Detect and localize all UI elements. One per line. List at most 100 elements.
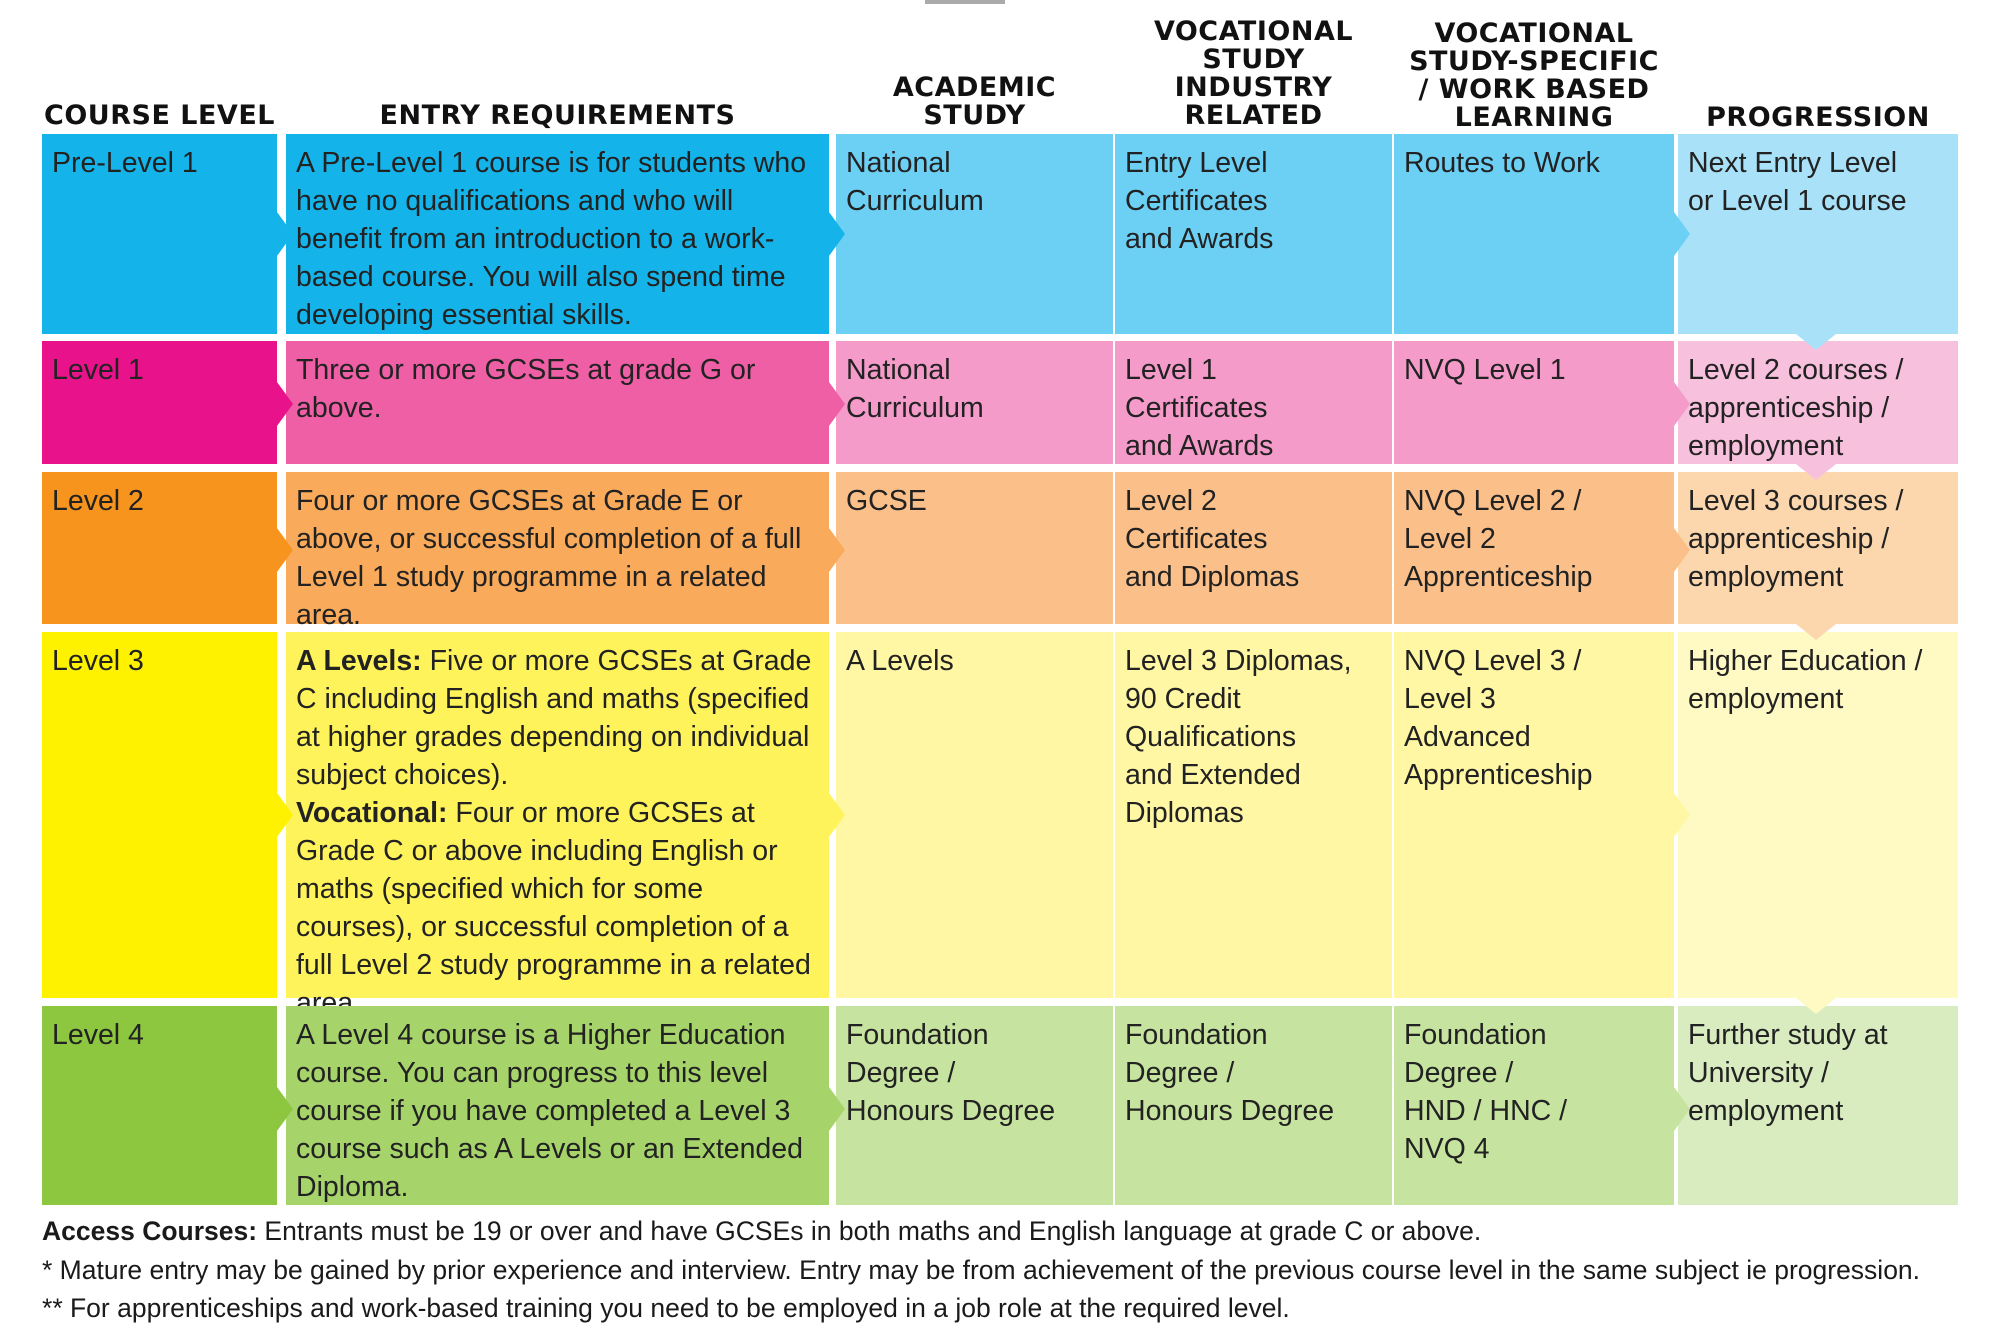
- right-arrow-icon: [829, 382, 845, 426]
- right-arrow-icon: [829, 1087, 845, 1131]
- work-based-text: NVQ Level 2 / Level 2 Apprenticeship: [1404, 485, 1593, 593]
- header-progression-text: PROGRESSION: [1706, 102, 1930, 133]
- access-courses-text: Entrants must be 19 or over and have GCS…: [257, 1216, 1482, 1246]
- vocational-requirements: Four or more GCSEs at Grade C or above i…: [296, 797, 811, 1019]
- academic-study-text: National Curriculum: [846, 147, 984, 217]
- row-level-2-entry: Four or more GCSEs at Grade E or above, …: [286, 472, 829, 631]
- right-arrow-icon: [829, 212, 845, 256]
- apprenticeship-note: ** For apprenticeships and work-based tr…: [42, 1293, 1290, 1323]
- right-arrow-icon: [1674, 793, 1690, 837]
- a-levels-requirements: Five or more GCSEs at Grade C including …: [296, 645, 812, 791]
- vocational-study-text: Level 2 Certificates and Diplomas: [1125, 485, 1300, 593]
- progression-text: Further study at University / employment: [1688, 1019, 1888, 1127]
- header-vocational-industry: VOCATIONAL STUDY INDUSTRY RELATED: [1115, 0, 1392, 130]
- vocational-label: Vocational:: [296, 797, 448, 829]
- row-pre-level-1-entry: A Pre-Level 1 course is for students who…: [286, 134, 829, 334]
- row-level-1-level: Level 1: [42, 341, 277, 464]
- row-pre-level-1-work: Routes to Work: [1394, 134, 1674, 334]
- academic-study-text: National Curriculum: [846, 354, 984, 424]
- header-progression: PROGRESSION: [1678, 0, 1958, 132]
- access-courses-note: Access Courses: Entrants must be 19 or o…: [42, 1212, 1992, 1251]
- row-level-4-entry: A Level 4 course is a Higher Education c…: [286, 1006, 829, 1205]
- row-level-4-academic: Foundation Degree / Honours Degree: [836, 1006, 1113, 1205]
- row-level-4-level: Level 4: [42, 1006, 277, 1205]
- right-arrow-icon: [1674, 212, 1690, 256]
- right-arrow-icon: [277, 382, 293, 426]
- row-level-3-academic: A Levels: [836, 632, 1113, 998]
- progression-text: Level 3 courses / apprenticeship / emplo…: [1688, 485, 1904, 593]
- down-arrow-icon: [1796, 998, 1836, 1014]
- down-arrow-icon: [1796, 334, 1836, 350]
- row-level-2-academic: GCSE: [836, 472, 1113, 624]
- right-arrow-icon: [829, 528, 845, 572]
- entry-requirements-text: A Pre-Level 1 course is for students who…: [296, 147, 807, 331]
- row-level-4-work: Foundation Degree / HND / HNC / NVQ 4: [1394, 1006, 1674, 1205]
- level-label: Pre-Level 1: [52, 147, 198, 179]
- header-entry-requirements: ENTRY REQUIREMENTS: [286, 0, 829, 130]
- right-arrow-icon: [277, 793, 293, 837]
- row-pre-level-1-level: Pre-Level 1: [42, 134, 277, 334]
- down-arrow-icon: [1796, 624, 1836, 640]
- row-level-2-level: Level 2: [42, 472, 277, 624]
- row-pre-level-1-vocational: Entry Level Certificates and Awards: [1115, 134, 1392, 334]
- header-academic-study-text: ACADEMIC STUDY: [892, 72, 1057, 131]
- right-arrow-icon: [1674, 528, 1690, 572]
- right-arrow-icon: [1674, 382, 1690, 426]
- academic-study-text: GCSE: [846, 485, 927, 517]
- work-based-text: Foundation Degree / HND / HNC / NVQ 4: [1404, 1019, 1568, 1165]
- row-level-2-progression: Level 3 courses / apprenticeship / emplo…: [1678, 472, 1958, 624]
- row-level-3-progression: Higher Education / employment: [1678, 632, 1958, 998]
- vocational-study-text: Level 1 Certificates and Awards: [1125, 354, 1274, 462]
- right-arrow-icon: [829, 793, 845, 837]
- work-based-text: NVQ Level 3 / Level 3 Advanced Apprentic…: [1404, 645, 1593, 791]
- row-pre-level-1-academic: National Curriculum: [836, 134, 1113, 334]
- vocational-study-text: Foundation Degree / Honours Degree: [1125, 1019, 1335, 1127]
- academic-study-text: A Levels: [846, 645, 954, 677]
- right-arrow-icon: [277, 212, 293, 256]
- access-courses-label: Access Courses:: [42, 1216, 258, 1246]
- row-level-1-academic: National Curriculum: [836, 341, 1113, 464]
- row-level-4-progression: Further study at University / employment: [1678, 1006, 1958, 1205]
- row-level-2-vocational: Level 2 Certificates and Diplomas: [1115, 472, 1392, 624]
- header-vocational-industry-text: VOCATIONAL STUDY INDUSTRY RELATED: [1153, 16, 1354, 131]
- vocational-study-text: Level 3 Diplomas, 90 Credit Qualificatio…: [1125, 645, 1352, 829]
- header-course-level: COURSE LEVEL: [42, 0, 277, 130]
- row-level-3-entry: A Levels: Five or more GCSEs at Grade C …: [286, 632, 829, 1019]
- row-level-1-progression: Level 2 courses / apprenticeship / emplo…: [1678, 341, 1958, 464]
- row-level-3-level: Level 3: [42, 632, 277, 998]
- footnotes: Access Courses: Entrants must be 19 or o…: [42, 1212, 1992, 1328]
- level-label: Level 4: [52, 1019, 144, 1051]
- header-academic-study: ACADEMIC STUDY: [836, 0, 1113, 130]
- header-course-level-text: COURSE LEVEL: [44, 100, 275, 131]
- header-entry-requirements-text: ENTRY REQUIREMENTS: [379, 100, 736, 131]
- vocational-study-text: Entry Level Certificates and Awards: [1125, 147, 1274, 255]
- work-based-text: Routes to Work: [1404, 147, 1600, 179]
- entry-requirements-text: A Levels: Five or more GCSEs at Grade C …: [296, 642, 817, 1022]
- entry-requirements-text: A Level 4 course is a Higher Education c…: [296, 1019, 803, 1203]
- right-arrow-icon: [277, 528, 293, 572]
- row-level-1-entry: Three or more GCSEs at grade G or above.: [286, 341, 829, 464]
- work-based-text: NVQ Level 1: [1404, 354, 1566, 386]
- academic-study-text: Foundation Degree / Honours Degree: [846, 1019, 1056, 1127]
- top-edge-mark: [925, 0, 1005, 4]
- down-arrow-icon: [1796, 464, 1836, 480]
- row-level-3-vocational: Level 3 Diplomas, 90 Credit Qualificatio…: [1115, 632, 1392, 998]
- progression-text: Next Entry Level or Level 1 course: [1688, 147, 1907, 217]
- right-arrow-icon: [1674, 1087, 1690, 1131]
- row-level-4-vocational: Foundation Degree / Honours Degree: [1115, 1006, 1392, 1205]
- right-arrow-icon: [277, 1087, 293, 1131]
- entry-requirements-text: Four or more GCSEs at Grade E or above, …: [296, 485, 802, 631]
- row-level-2-work: NVQ Level 2 / Level 2 Apprenticeship: [1394, 472, 1674, 624]
- row-level-3-work: NVQ Level 3 / Level 3 Advanced Apprentic…: [1394, 632, 1674, 998]
- progression-text: Level 2 courses / apprenticeship / emplo…: [1688, 354, 1904, 462]
- row-level-1-vocational: Level 1 Certificates and Awards: [1115, 341, 1392, 464]
- level-label: Level 2: [52, 485, 144, 517]
- row-pre-level-1-progression: Next Entry Level or Level 1 course: [1678, 134, 1958, 334]
- header-vocational-work-text: VOCATIONAL STUDY-SPECIFIC / WORK BASED L…: [1409, 18, 1659, 133]
- a-levels-label: A Levels:: [296, 645, 422, 677]
- header-vocational-work: VOCATIONAL STUDY-SPECIFIC / WORK BASED L…: [1394, 0, 1674, 132]
- level-label: Level 3: [52, 645, 144, 677]
- level-label: Level 1: [52, 354, 144, 386]
- progression-text: Higher Education / employment: [1688, 645, 1923, 715]
